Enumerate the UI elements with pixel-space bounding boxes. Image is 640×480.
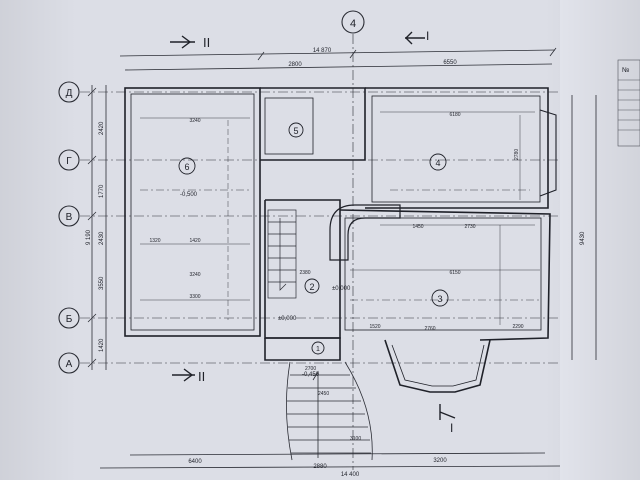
room3-width: 6150 [449,270,460,276]
room3-dim-c: 1520 [369,324,380,330]
axis-label-4: 4 [350,18,356,30]
dim-left-d: 3550 [99,276,105,290]
section-label-top-left: II [203,35,210,50]
axis-bubble-4 [341,10,365,34]
dim-left-total: 9 190 [86,229,92,245]
side-table-label: № [622,67,630,74]
room4-depth: 2780 [514,149,520,160]
room4-dim-e: 1450 [412,224,423,230]
room3-dim-b: 2760 [424,326,435,332]
level-room-3: ±0,000 [332,286,351,292]
axis-bubble-a [58,352,80,374]
level-entry: -0,450 [302,372,320,378]
dim-top-total: 14 870 [313,48,332,54]
axis-bubble-d [58,81,80,103]
row-label-b: Б [66,314,73,325]
stair-dim-c: 3100 [350,436,361,442]
dim-bottom-c: 3200 [433,458,447,464]
room-label-2: 2 [309,282,314,292]
dim-left-c: 2430 [99,231,105,245]
room6-dim-d: 1320 [149,238,160,244]
interior-dims [140,111,540,325]
room-label-3: 3 [437,294,442,304]
axis-bubble-b [58,307,80,329]
axis-bubble-v [58,205,80,227]
room-label-1: 1 [316,346,320,353]
room2-width: 2380 [299,270,310,276]
dim-bottom-total: 14 400 [341,472,360,478]
side-table [617,59,640,147]
row-label-g: Г [66,156,72,167]
dim-bottom-a: 6400 [188,459,202,465]
section-label-top-right: I [426,29,429,43]
stair-dim-b: 2450 [318,391,329,397]
section-label-bottom-right: I [450,421,453,435]
dim-top-b: 6550 [443,60,457,66]
staircase [267,209,297,299]
stair-dim-a: 2700 [305,366,316,372]
room-label-4: 4 [435,158,440,168]
row-label-d: Д [66,88,73,99]
room-label-6: 6 [184,162,189,172]
entry-stair [286,361,373,461]
dim-left-b: 1770 [99,184,105,198]
room6-dim-g: 3300 [189,294,200,300]
room6-dim-e: 1420 [189,238,200,244]
dim-left-e: 1420 [99,338,105,352]
dim-bottom-b: 2880 [313,464,327,470]
room4-width: 6180 [449,112,460,118]
room3-dim-d: 2290 [512,324,523,330]
walls [124,87,557,393]
section-label-bottom-left: II [198,369,205,384]
room-markers [178,122,449,355]
room4-dim-f: 2730 [464,224,475,230]
dim-right-total: 9430 [580,231,586,245]
section-marks [170,31,456,420]
level-room-2: ±0,000 [278,316,297,322]
row-label-a: А [66,359,73,370]
dim-left-a: 2420 [99,121,105,135]
level-room-6: -0,500 [180,192,198,198]
dim-top-a: 2800 [288,62,302,68]
room6-width: 3240 [189,118,200,124]
room6-dim-f: 3240 [189,272,200,278]
drawing-text: 4 II I II I Д Г В Б А 6 5 4 2 3 1 14 870… [66,18,630,478]
room-label-5: 5 [293,126,298,136]
dimension-lines [87,47,597,469]
axis-bubble-g [58,149,80,171]
row-label-v: В [66,212,73,223]
